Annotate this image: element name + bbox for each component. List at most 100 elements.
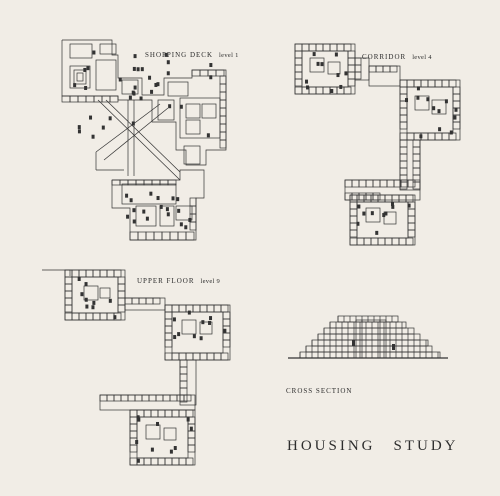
unit-cell <box>124 297 133 305</box>
column-mark <box>154 82 158 87</box>
column-mark <box>199 336 203 341</box>
upper-block-c-unit <box>143 457 152 466</box>
upper-block-c-unit <box>178 409 187 418</box>
upper-block-b-outline <box>164 304 231 361</box>
storefront-cell <box>219 99 227 109</box>
column-mark <box>84 282 88 287</box>
unit-cell <box>113 394 122 402</box>
core-lift <box>199 321 213 335</box>
corridor-block-a-outline <box>294 43 356 95</box>
corridor-block-c-unit <box>384 194 393 203</box>
unit-cell <box>412 139 421 148</box>
upper-block-c-unit <box>129 416 138 425</box>
upper-block-b-unit <box>206 352 215 361</box>
corridor-block-b-unit <box>406 132 415 141</box>
column-mark <box>209 63 213 68</box>
column-mark <box>405 98 409 103</box>
storefront-cell <box>219 115 227 125</box>
shop-unit <box>185 103 201 119</box>
upper-block-b-unit <box>178 304 187 313</box>
column-mark <box>150 89 154 94</box>
corridor-block-a-unit <box>322 43 331 52</box>
column-mark <box>438 127 442 132</box>
upper-block-b-unit <box>222 311 231 320</box>
column-mark <box>83 67 87 72</box>
corridor-block-c-unit <box>370 237 379 246</box>
corridor-block-a-unit <box>329 43 338 52</box>
corridor-block-c-unit <box>405 194 414 203</box>
floor-slab <box>329 321 407 329</box>
column-mark <box>129 198 133 203</box>
column-mark <box>312 52 316 57</box>
column-mark <box>77 129 81 134</box>
column-mark <box>86 66 90 71</box>
column-mark <box>89 115 93 120</box>
upper-block-c-unit <box>129 430 138 439</box>
corridor-block-c-unit <box>363 237 372 246</box>
storefront-cell <box>129 231 139 241</box>
column-mark <box>416 95 420 100</box>
upper-block-b-unit <box>164 318 173 327</box>
unit-cell <box>179 359 188 368</box>
upper-block-b-unit <box>220 352 229 361</box>
corridor-level: level 4 <box>412 54 432 61</box>
atrium-core-inner <box>76 72 84 82</box>
unit-cell <box>162 394 171 402</box>
floor-slab <box>299 351 441 359</box>
upper-block-a-unit <box>117 290 126 299</box>
unit-cell <box>169 394 178 402</box>
section-mark <box>352 340 355 346</box>
unit-cell <box>368 65 377 73</box>
column-mark <box>132 66 136 71</box>
corridor-block-a-unit <box>315 43 324 52</box>
upper-floor-plan <box>42 269 231 466</box>
upper-block-a-unit <box>99 312 108 321</box>
unit-cell <box>155 394 164 402</box>
core-lift <box>163 427 177 441</box>
unit-cell <box>372 179 381 188</box>
upper-block-c-unit <box>129 423 138 432</box>
storefront-cell <box>185 231 195 241</box>
core-lift <box>383 211 397 225</box>
upper-block-c-unit <box>164 457 173 466</box>
column-mark <box>101 125 105 130</box>
corridor-block-c-unit <box>398 237 407 246</box>
unit-cell <box>389 65 398 73</box>
storefront-cell <box>219 131 227 141</box>
atrium-block <box>69 65 91 89</box>
unit-cell <box>412 174 421 183</box>
column-mark <box>384 211 388 216</box>
corridor-block-a-unit <box>343 86 352 95</box>
upper-block-a-unit <box>92 269 101 278</box>
corridor-block-a-unit <box>294 64 303 73</box>
upper-block-c-unit <box>129 457 138 466</box>
unit-cell <box>372 192 381 201</box>
column-mark <box>173 335 177 340</box>
column-mark <box>85 304 89 309</box>
column-mark <box>91 305 95 310</box>
column-mark <box>148 75 152 80</box>
column-mark <box>416 86 420 91</box>
shopping-deck-plan <box>61 39 227 241</box>
upper-block-b-unit <box>164 339 173 348</box>
unit-cell <box>412 146 421 155</box>
column-mark <box>320 62 324 67</box>
unit-cell <box>351 192 360 201</box>
upper-block-a-unit <box>113 269 122 278</box>
unit-cell <box>152 297 161 305</box>
upper-floor-name: UPPER FLOOR <box>137 277 195 285</box>
column-mark <box>223 328 227 333</box>
floor-slab <box>311 339 429 347</box>
upper-block-c-unit <box>187 430 196 439</box>
column-mark <box>188 217 192 222</box>
column-mark <box>133 54 137 59</box>
column-mark <box>131 90 135 95</box>
corridor-block-c-unit <box>398 194 407 203</box>
column-mark <box>80 292 84 297</box>
column-mark <box>171 196 175 201</box>
corridor-block-c-unit <box>349 237 358 246</box>
corridor-block-c-unit <box>349 222 358 231</box>
column-mark <box>73 83 77 88</box>
column-mark <box>186 417 190 422</box>
